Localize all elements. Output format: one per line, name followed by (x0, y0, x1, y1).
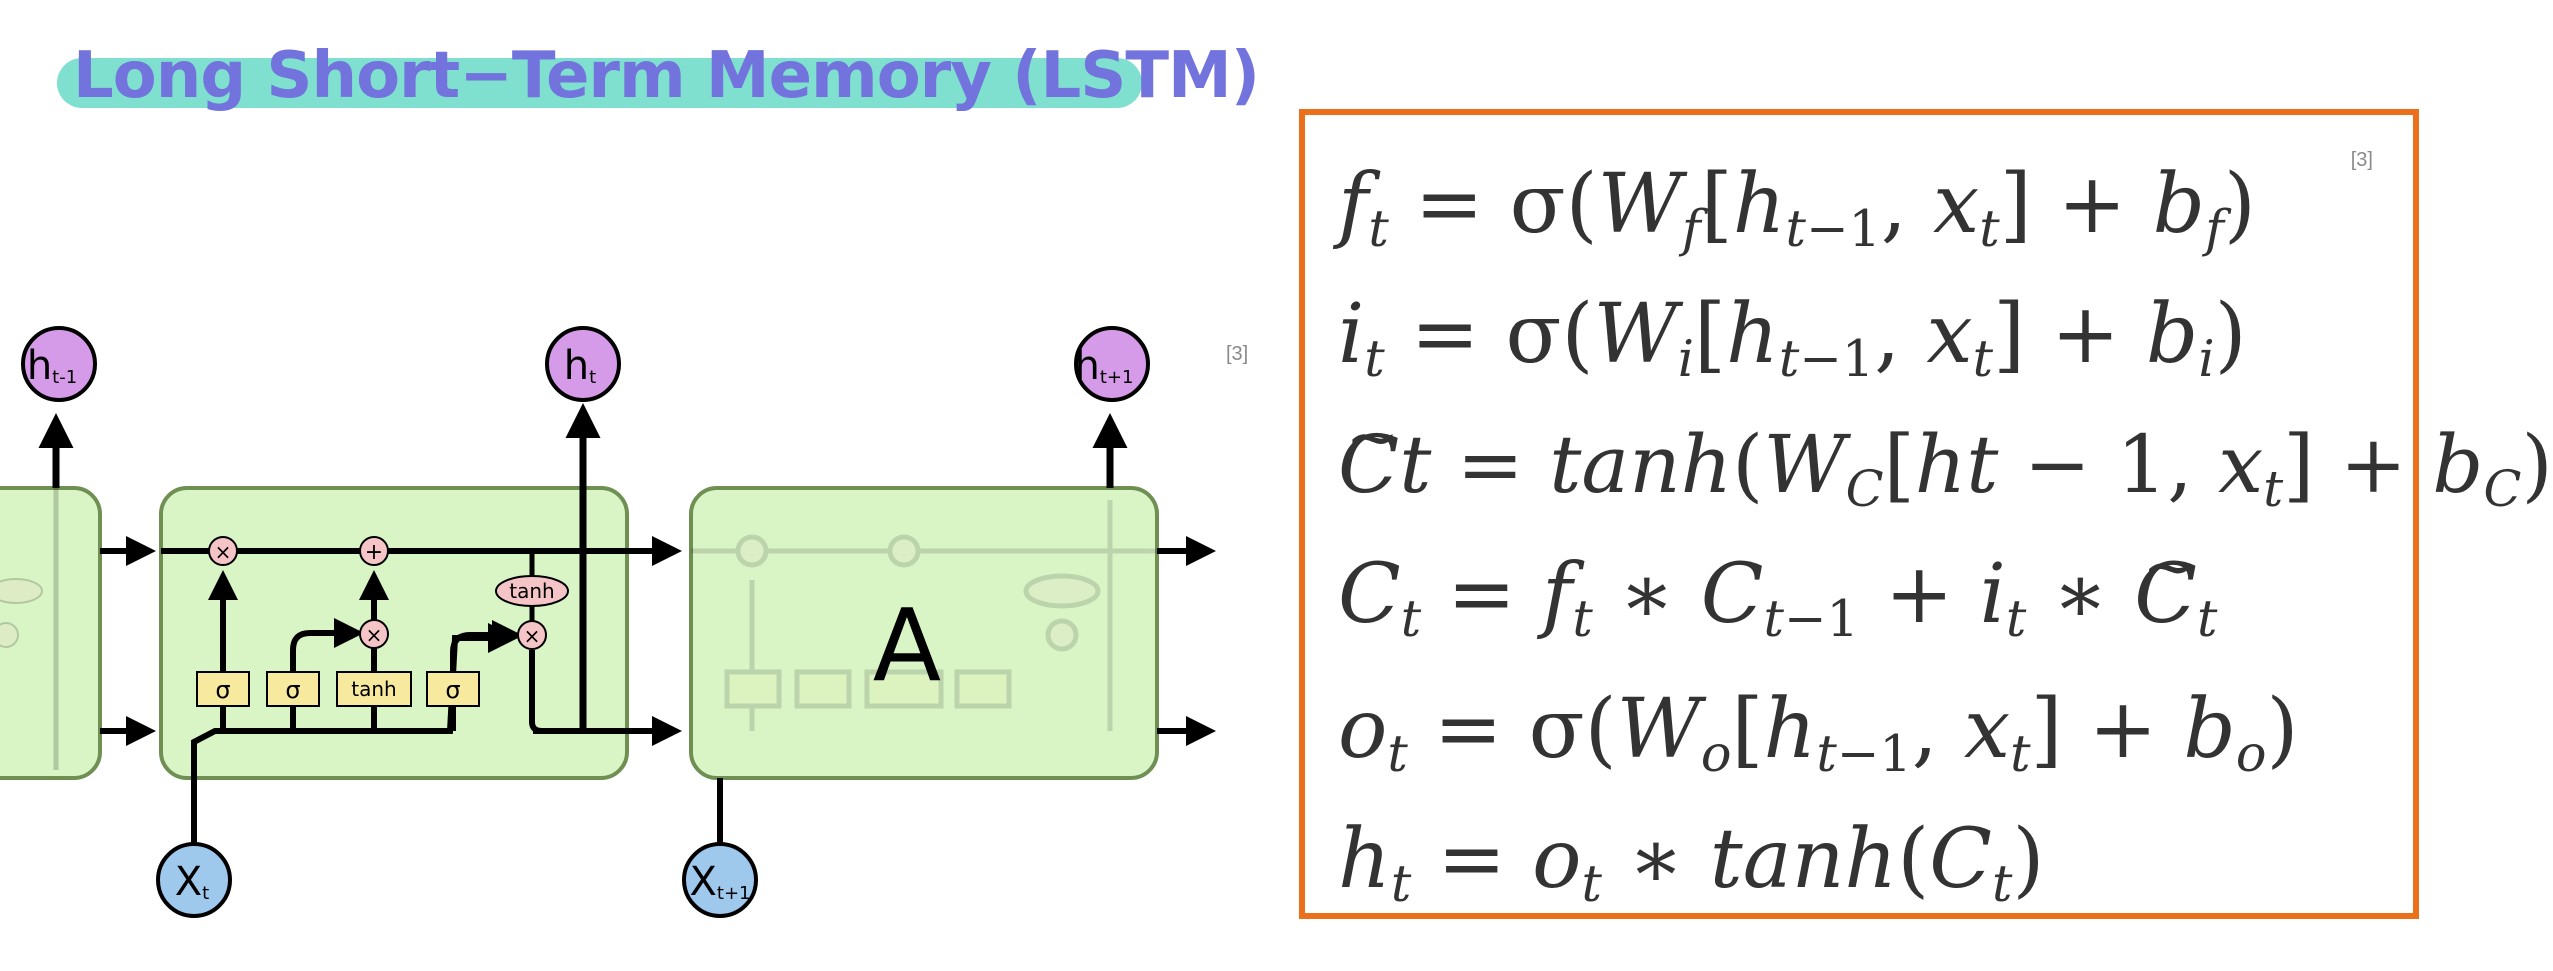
op-add-label: + (365, 540, 383, 565)
op-tanh-ellipse (495, 575, 569, 607)
cell-current-box (159, 486, 629, 780)
gate-input-box (266, 671, 320, 707)
cell-next: A (689, 413, 1216, 852)
op-mult-output: × (517, 620, 547, 650)
op-tanh: tanh (495, 575, 569, 607)
node-h-next-circle (1074, 326, 1150, 402)
reference-marker-left: [3] (1226, 343, 1249, 365)
op-mult-forget-label: × (215, 540, 232, 564)
node-x-cur-circle (156, 842, 232, 918)
node-h-cur-circle (545, 326, 621, 402)
gate-input-label: σ (285, 676, 300, 704)
equations-box: [3] ft = σ(Wf[ht−1, xt] + bf) it = σ(Wi[… (1299, 109, 2553, 919)
gate-output-label: σ (445, 676, 460, 704)
gate-forget-label: σ (215, 676, 230, 704)
op-mult-forget-circle (208, 536, 238, 566)
equation-forget: ft = σ(Wf[ht−1, xt] + bf) (1338, 157, 2256, 259)
equation-output: ot = σ(Wo[ht−1, xt] + bo) (1338, 682, 2299, 784)
node-x-next: Xt+1 (682, 842, 758, 918)
node-h-next-label: ht+1 (1075, 343, 1134, 389)
gate-candidate-box (336, 671, 412, 707)
op-mult-input-circle (359, 619, 389, 649)
op-mult-output-circle (517, 620, 547, 650)
node-x-cur: Xt (156, 842, 232, 918)
op-mult-forget: × (208, 536, 238, 566)
gate-candidate: tanh (336, 671, 412, 707)
cell-prev-box (0, 486, 102, 780)
node-x-cur-label: Xt (175, 859, 209, 905)
equation-candidate: Ct = tanh(WC[ht − 1, xt] + bC) (1338, 388, 2553, 515)
gate-forget-box (196, 671, 250, 707)
page-title: Long Short−Term Memory (LSTM) (73, 39, 1260, 113)
op-add-circle (359, 536, 389, 566)
op-add: + (359, 536, 389, 566)
node-h-next: ht+1 (1074, 326, 1150, 402)
equation-input: it = σ(Wi[ht−1, xt] + bi) (1338, 287, 2247, 389)
title-highlight (57, 58, 1142, 108)
cell-current: σ σ tanh σ × + × × (159, 403, 682, 852)
cell-prev (0, 413, 156, 780)
node-h-prev-circle (21, 326, 97, 402)
node-h-prev-label: ht-1 (27, 343, 77, 389)
block-label: A (873, 587, 941, 704)
reference-marker-right: [3] (2350, 149, 2373, 171)
gate-input: σ (266, 671, 320, 707)
node-x-next-circle (682, 842, 758, 918)
lstm-diagram: σ σ tanh σ × + × × (0, 326, 1216, 918)
node-h-cur: ht (545, 326, 621, 402)
gate-candidate-label: tanh (351, 677, 396, 701)
node-h-prev: ht-1 (21, 326, 97, 402)
equation-hidden: ht = ot ∗ tanh(Ct) (1338, 812, 2045, 914)
equation-cell: Ct = ft ∗ Ct−1 + it ∗ Ct (1338, 517, 2217, 645)
op-tanh-label: tanh (509, 579, 554, 603)
node-h-cur-label: ht (564, 343, 596, 389)
op-mult-input-label: × (366, 623, 383, 647)
gate-output-box (426, 671, 480, 707)
op-mult-output-label: × (524, 624, 541, 648)
gate-output: σ (426, 671, 480, 707)
gate-forget: σ (196, 671, 250, 707)
node-x-next-label: Xt+1 (690, 859, 751, 905)
op-mult-input: × (359, 619, 389, 649)
cell-next-box (689, 486, 1159, 780)
